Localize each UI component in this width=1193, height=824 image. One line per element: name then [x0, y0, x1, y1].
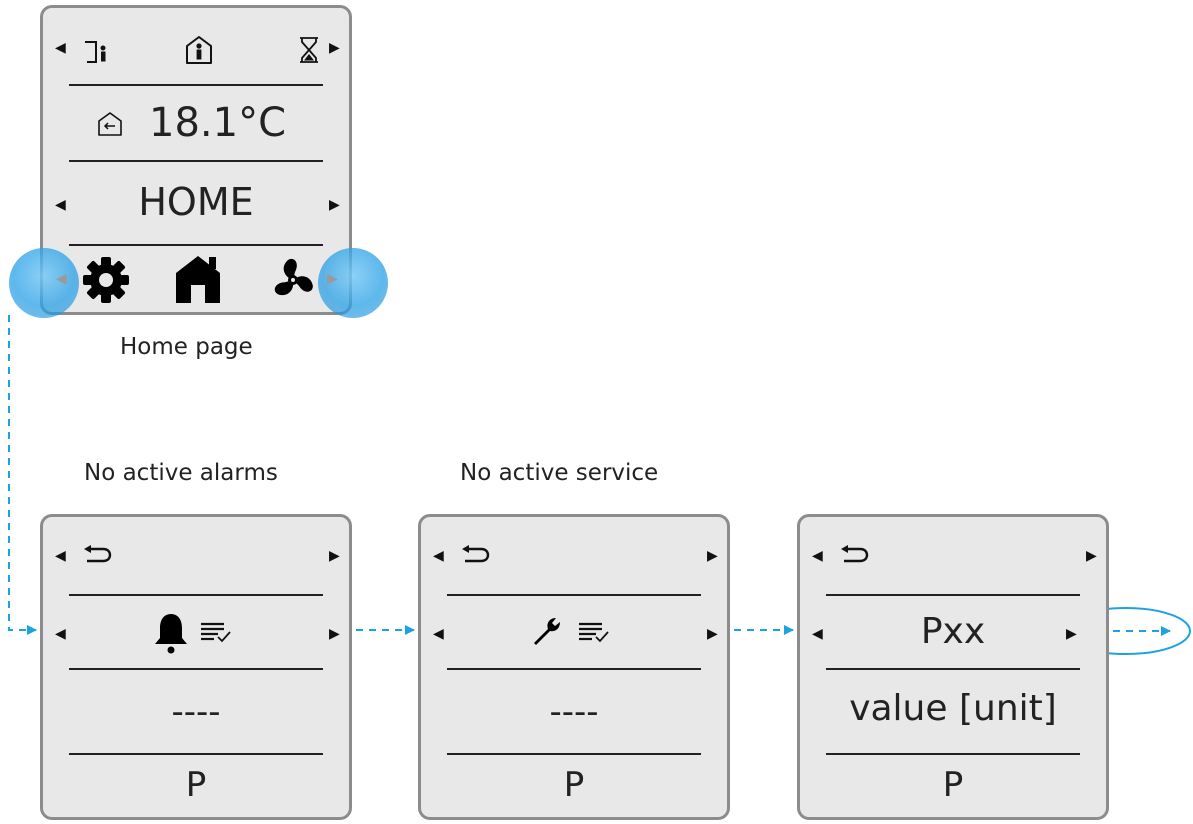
right-arrow[interactable]: ▶	[707, 547, 718, 563]
row-divider	[69, 84, 323, 86]
row-divider	[69, 753, 323, 755]
left-arrow[interactable]: ◀	[56, 270, 67, 286]
service-panel: ◀ ▶ ◀ ▶ ---- P	[418, 514, 730, 820]
row-divider	[447, 594, 701, 596]
checklist-icon	[201, 622, 231, 643]
alarms-panel: ◀ ▶ ◀ ▶ ---- P	[40, 514, 352, 820]
gear-icon[interactable]	[81, 255, 131, 305]
touch-highlight-right[interactable]	[318, 248, 388, 318]
back-icon[interactable]	[840, 544, 870, 566]
left-arrow[interactable]: ◀	[433, 625, 444, 641]
temperature-value: 18.1°C	[149, 100, 286, 146]
right-arrow[interactable]: ▶	[1066, 625, 1077, 641]
mode-label: HOME	[138, 180, 254, 224]
wrench-icon	[534, 618, 560, 645]
left-arrow[interactable]: ◀	[55, 39, 66, 55]
service-value: ----	[549, 692, 599, 732]
connector-home-to-alarms	[8, 315, 37, 635]
row-divider	[69, 160, 323, 162]
row-divider	[69, 668, 323, 670]
back-icon[interactable]	[461, 544, 491, 566]
right-arrow[interactable]: ▶	[707, 625, 718, 641]
footer-label: P	[563, 765, 585, 805]
home-page-panel: ◀ ▶ 18.1°C ◀ HOME ▶	[40, 5, 352, 315]
alarm-value: ----	[171, 692, 221, 732]
row-divider	[447, 668, 701, 670]
right-arrow[interactable]: ▶	[329, 196, 340, 212]
left-arrow[interactable]: ◀	[55, 625, 66, 641]
house-arrow-icon	[98, 112, 122, 136]
footer-label: P	[185, 765, 207, 805]
home-page-caption: Home page	[120, 334, 253, 360]
house-icon[interactable]	[173, 253, 223, 305]
person-in-house-icon	[186, 36, 212, 64]
row-divider	[826, 594, 1080, 596]
parameter-value: value [unit]	[849, 688, 1057, 729]
person-leaving-icon	[85, 41, 106, 63]
checklist-icon	[579, 622, 609, 643]
parameter-panel: ◀ ▶ ◀ Pxx ▶ value [unit] P	[797, 514, 1109, 820]
row-divider	[826, 668, 1080, 670]
footer-label: P	[942, 765, 964, 805]
left-arrow[interactable]: ◀	[812, 625, 823, 641]
row-divider	[447, 753, 701, 755]
left-arrow[interactable]: ◀	[55, 547, 66, 563]
alarms-caption: No active alarms	[84, 460, 278, 486]
back-icon[interactable]	[83, 544, 113, 566]
hourglass-icon	[300, 37, 318, 63]
right-arrow[interactable]: ▶	[329, 547, 340, 563]
row-divider	[69, 244, 323, 246]
left-arrow[interactable]: ◀	[433, 547, 444, 563]
left-arrow[interactable]: ◀	[812, 547, 823, 563]
fan-icon[interactable]	[268, 255, 318, 305]
row-divider	[826, 753, 1080, 755]
bell-icon	[155, 614, 187, 654]
right-arrow[interactable]: ▶	[329, 39, 340, 55]
service-caption: No active service	[460, 460, 659, 486]
right-arrow[interactable]: ▶	[327, 270, 338, 286]
left-arrow[interactable]: ◀	[55, 196, 66, 212]
row-divider	[69, 594, 323, 596]
right-arrow[interactable]: ▶	[1086, 547, 1097, 563]
right-arrow[interactable]: ▶	[329, 625, 340, 641]
touch-highlight-left[interactable]	[9, 248, 79, 318]
parameter-code: Pxx	[920, 611, 986, 652]
